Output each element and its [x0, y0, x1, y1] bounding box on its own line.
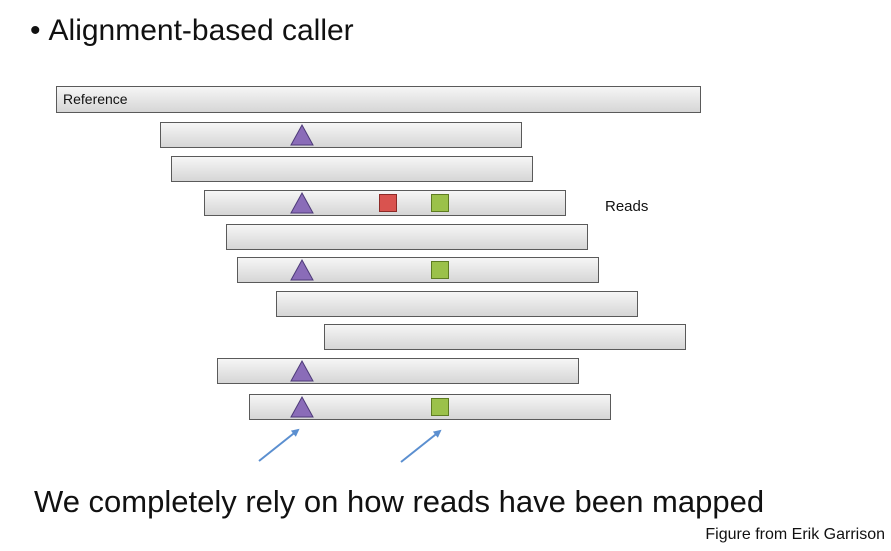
read-bar	[324, 324, 686, 350]
arrow-green-column-icon	[400, 429, 442, 463]
variant-triangle-icon	[290, 395, 314, 418]
variant-triangle-icon	[290, 258, 314, 281]
variant-triangle-icon	[290, 191, 314, 214]
statement-text: We completely rely on how reads have bee…	[34, 484, 765, 519]
title-text: Alignment-based caller	[48, 14, 354, 47]
reference-bar: Reference	[56, 86, 701, 113]
read-bar	[226, 224, 588, 250]
figure-credit: Figure from Erik Garrison	[705, 526, 885, 543]
title-bullet: •	[30, 14, 41, 47]
error-red-square-icon	[379, 194, 397, 212]
variant-green-square-icon	[431, 398, 449, 416]
read-bar	[217, 358, 579, 384]
read-bar	[276, 291, 638, 317]
reads-label: Reads	[605, 198, 649, 215]
read-bar	[160, 122, 522, 148]
variant-green-square-icon	[431, 194, 449, 212]
read-bar	[171, 156, 533, 182]
arrow-triangle-column-icon	[258, 428, 300, 462]
variant-green-square-icon	[431, 261, 449, 279]
variant-triangle-icon	[290, 123, 314, 146]
variant-triangle-icon	[290, 359, 314, 382]
slide-title: •Alignment-based caller	[30, 14, 354, 48]
reference-label: Reference	[63, 91, 128, 107]
